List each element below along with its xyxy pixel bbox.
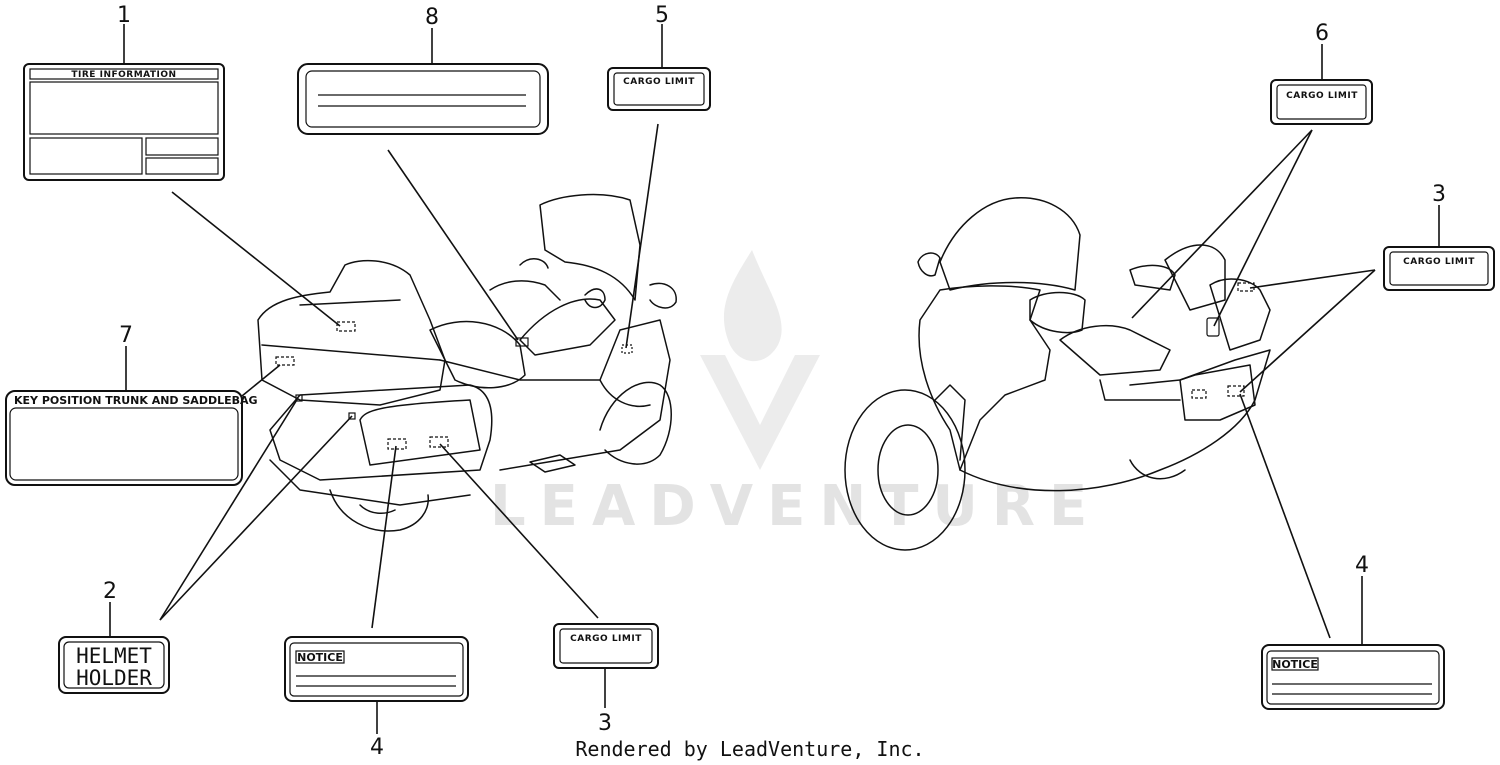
cargo-limit-text-5: CARGO LIMIT [623, 77, 695, 87]
callout-4-right: 4 [1355, 553, 1369, 578]
cargo-limit-label-3-bottom: CARGO LIMIT [553, 623, 659, 669]
cargo-limit-label-5: CARGO LIMIT [607, 67, 711, 111]
cargo-limit-label-6: CARGO LIMIT [1270, 79, 1373, 125]
tire-information-text: TIRE INFORMATION [71, 70, 176, 80]
tire-information-label: TIRE INFORMATION [23, 63, 225, 181]
callout-7: 7 [119, 323, 133, 348]
key-position-label: KEY POSITION TRUNK AND SADDLEBAG [5, 390, 258, 486]
notice-text-right: NOTICE [1272, 658, 1318, 671]
footer-credit: Rendered by LeadVenture, Inc. [575, 737, 924, 761]
cargo-limit-label-3-right: CARGO LIMIT [1383, 246, 1495, 291]
cargo-limit-text-6: CARGO LIMIT [1286, 91, 1358, 101]
right-motorcycle-drawing [844, 197, 1271, 551]
notice-label-4-right: NOTICE [1261, 644, 1445, 710]
left-motorcycle-drawing [257, 193, 677, 532]
leader-lines [109, 24, 1440, 734]
cargo-limit-text-3-right: CARGO LIMIT [1403, 257, 1475, 267]
notice-text-left: NOTICE [297, 651, 343, 664]
helmet-holder-label: HELMET HOLDER [58, 636, 170, 694]
watermark-text: LEADVENTURE [490, 474, 1101, 539]
callout-2: 2 [103, 579, 117, 604]
callout-1: 1 [117, 3, 131, 28]
callout-4-left: 4 [370, 735, 384, 760]
callout-3-right: 3 [1432, 182, 1446, 207]
callout-8: 8 [425, 5, 439, 30]
helmet-line2-text: HOLDER [76, 666, 152, 690]
helmet-line1-text: HELMET [76, 644, 152, 668]
notice-label-4-left: NOTICE [284, 636, 469, 702]
callout-5: 5 [655, 3, 669, 28]
callout-6: 6 [1315, 21, 1329, 46]
label-8-blank-plate [297, 63, 549, 135]
key-position-text: KEY POSITION TRUNK AND SADDLEBAG [14, 394, 258, 407]
leadventure-watermark-logo [700, 250, 820, 470]
cargo-limit-text-3-bottom: CARGO LIMIT [570, 634, 642, 644]
callout-3-bottom: 3 [598, 711, 612, 736]
